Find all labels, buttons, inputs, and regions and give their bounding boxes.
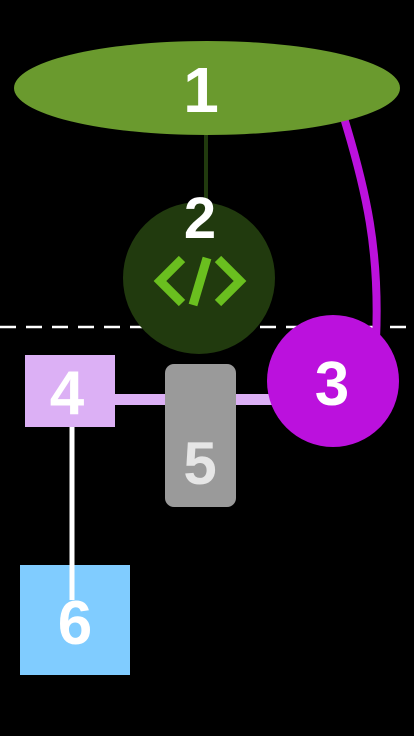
node-3-shape [267,315,399,447]
node-5[interactable]: 5 [165,364,236,507]
node-2[interactable]: 2 [123,186,275,354]
node-1-shape [14,41,400,135]
node-6[interactable]: 6 [20,565,130,675]
node-6-label: 6 [58,589,92,658]
node-6-shape [20,565,130,675]
node-3-label: 3 [315,350,349,419]
node-1[interactable]: 1 [14,41,400,135]
node-3[interactable]: 3 [267,315,399,447]
edge-1-to-3 [340,114,381,344]
node-4-label: 4 [50,359,85,428]
node-2-label: 2 [184,186,216,251]
node-5-shape [165,364,236,507]
node-1-label: 1 [183,54,219,126]
code-icon [153,255,247,307]
node-4[interactable]: 4 [25,355,115,428]
node-5-label: 5 [183,430,216,497]
node-4-shape [25,355,115,427]
